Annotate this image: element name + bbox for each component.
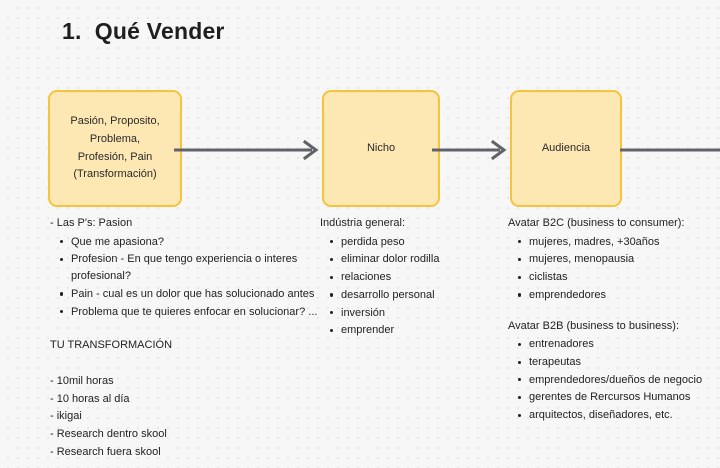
right-column-b2b-bullet-list: entrenadores terapeutas emprendedores/du… xyxy=(508,336,718,424)
right-column-b2c-bullet-list: mujeres, madres, +30años mujeres, menopa… xyxy=(508,234,718,304)
right-column-b2c-lead: Avatar B2C (business to consumer): xyxy=(508,217,685,229)
arrow-audiencia-onward-icon xyxy=(620,140,720,160)
list-item: arquitectos, diseñadores, etc. xyxy=(518,407,718,424)
list-item: Profesion - En que tengo experiencia o i… xyxy=(60,251,318,284)
list-item: mujeres, menopausia xyxy=(518,251,718,268)
list-item: entrenadores xyxy=(518,336,718,353)
list-item: mujeres, madres, +30años xyxy=(518,234,718,251)
list-item: Pain - cual es un dolor que has solucion… xyxy=(60,286,318,303)
list-item: inversión xyxy=(330,305,498,322)
flow-box-pasion[interactable]: Pasión, Proposito, Problema, Profesión, … xyxy=(48,90,182,207)
middle-column-bullet-list: perdida peso eliminar dolor rodilla rela… xyxy=(320,234,498,339)
flow-box-audiencia[interactable]: Audiencia xyxy=(510,90,622,207)
list-item: - ikigai xyxy=(50,410,82,423)
list-item: emprendedores xyxy=(518,287,718,304)
arrow-nicho-to-audiencia-icon xyxy=(432,139,512,161)
middle-column-lead: Indústria general: xyxy=(320,217,405,229)
right-column-b2b-lead: Avatar B2B (business to business): xyxy=(508,319,679,332)
page-title: 1. Qué Vender xyxy=(62,18,225,44)
list-item: desarrollo personal xyxy=(330,287,498,304)
spacer xyxy=(50,321,318,337)
list-item: relaciones xyxy=(330,269,498,286)
text-column-left: - Las P's: Pasion Que me apasiona? Profe… xyxy=(50,215,318,462)
list-item: emprender xyxy=(330,322,498,339)
list-item: - Research dentro skool xyxy=(50,428,167,441)
left-column-lead: - Las P's: Pasion xyxy=(50,217,133,229)
flow-box-pasion-label: Pasión, Proposito, Problema, Profesión, … xyxy=(70,114,160,181)
arrow-pasion-to-nicho-icon xyxy=(174,139,324,161)
list-item: - 10mil horas xyxy=(50,375,114,388)
left-column-bullet-list: Que me apasiona? Profesion - En que teng… xyxy=(50,234,318,321)
text-column-middle: Indústria general: perdida peso eliminar… xyxy=(320,215,498,340)
list-item: gerentes de Rercursos Humanos xyxy=(518,389,718,406)
list-item: emprendedores/dueños de negocio xyxy=(518,372,718,389)
spacer xyxy=(508,305,718,318)
left-column-section-heading: TU TRANSFORMACIÓN xyxy=(50,339,173,352)
spacer xyxy=(50,354,318,373)
list-item: perdida peso xyxy=(330,234,498,251)
list-item: terapeutas xyxy=(518,354,718,371)
list-item: eliminar dolor rodilla xyxy=(330,251,498,268)
flow-box-audiencia-label: Audiencia xyxy=(541,141,591,154)
list-item: - 10 horas al día xyxy=(50,392,130,405)
list-item: - Research fuera skool xyxy=(50,445,161,458)
flow-box-nicho[interactable]: Nicho xyxy=(322,90,440,207)
left-column-dash-list: - 10mil horas - 10 horas al día - ikigai… xyxy=(50,373,318,461)
list-item: Problema que te quieres enfocar en soluc… xyxy=(60,304,318,321)
text-column-right: Avatar B2C (business to consumer): mujer… xyxy=(508,215,718,425)
list-item: ciclistas xyxy=(518,269,718,286)
flow-box-nicho-label: Nicho xyxy=(366,141,396,154)
list-item: Que me apasiona? xyxy=(60,234,318,251)
